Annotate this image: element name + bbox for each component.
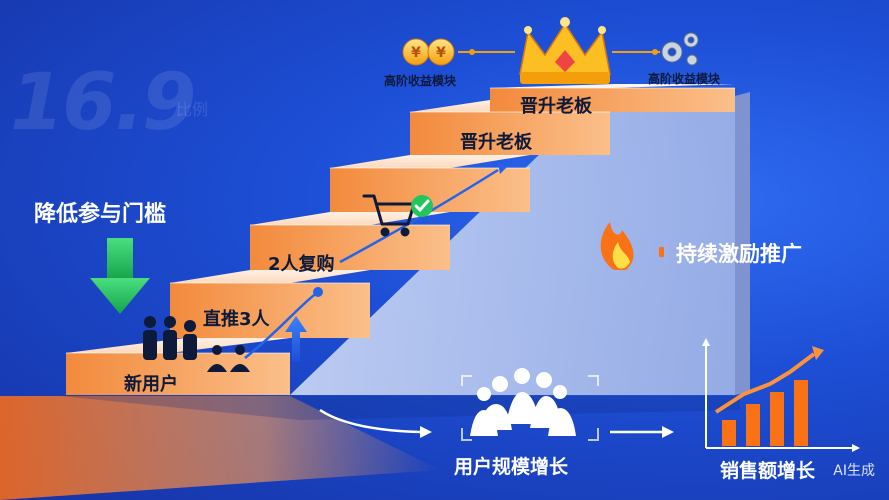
step-1-front	[66, 353, 290, 395]
growth-path	[244, 290, 319, 359]
step-label-3: 2人复购	[268, 254, 335, 275]
people-group-icon	[143, 316, 250, 372]
step-3-top	[250, 212, 450, 225]
step-4-front	[330, 168, 530, 212]
crowd-icon	[470, 368, 576, 436]
check-icon	[411, 195, 433, 217]
left-callout: 降低参与门槛	[34, 202, 167, 227]
step-label-1: 新用户	[124, 374, 178, 395]
user-growth-label: 用户规模增长	[454, 456, 569, 478]
coin-icon: ¥ ¥	[402, 38, 455, 66]
background-unit: 比例	[176, 100, 209, 119]
step-label-5: 晋升老板	[460, 132, 532, 153]
step-6-top	[490, 84, 735, 88]
cart-icon	[362, 194, 416, 237]
flow-arrow-1	[319, 408, 421, 434]
down-arrow-icon	[90, 238, 150, 314]
step-2-front	[170, 283, 370, 338]
stair-side-wall	[290, 96, 735, 395]
crown-icon	[519, 17, 611, 84]
step-4-top	[330, 155, 530, 168]
step-label-6: 晋升老板	[520, 96, 592, 117]
step-6-front	[490, 88, 735, 112]
module-label-left: 高阶收益模块	[384, 74, 457, 88]
step-2-top	[170, 270, 370, 283]
step-5-front	[410, 112, 610, 155]
gear-icon	[661, 32, 699, 66]
step-label-2: 直推3人	[203, 309, 270, 330]
bullet-marker	[659, 247, 664, 257]
arrow-up-icon	[285, 316, 307, 362]
bar-chart-icon	[702, 338, 860, 452]
floor-glow	[0, 396, 440, 500]
module-label-right: 高阶收益模块	[648, 72, 721, 86]
crowd-frame	[461, 375, 599, 441]
stair-side-shade	[735, 92, 750, 395]
step-1-top	[66, 338, 290, 353]
background-number: 16.9	[10, 58, 196, 148]
step-3-front	[250, 225, 450, 270]
fire-icon	[600, 222, 634, 270]
right-callout: 持续激励推广	[676, 242, 802, 266]
watermark: AI生成	[833, 463, 875, 479]
growth-arrowhead	[498, 163, 508, 174]
floor-shadow	[60, 396, 740, 420]
svg-text:¥: ¥	[411, 45, 421, 61]
sales-growth-label: 销售额增长	[720, 460, 816, 482]
path-dot	[313, 287, 323, 297]
svg-text:¥: ¥	[436, 45, 446, 61]
